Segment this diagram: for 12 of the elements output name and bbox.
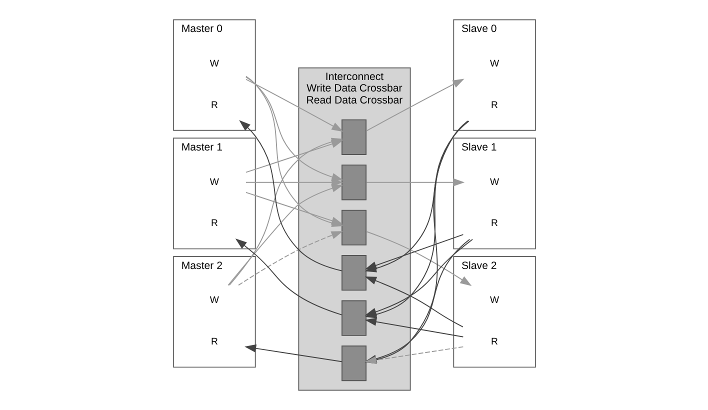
node-text: R	[490, 100, 498, 111]
node-text: R	[490, 218, 498, 230]
node-text: W	[209, 176, 218, 188]
node-text: R	[210, 218, 218, 230]
node-text: W	[490, 58, 499, 70]
node-text: R	[210, 100, 218, 111]
node-text: R	[490, 336, 498, 348]
node-text: W	[490, 176, 499, 188]
node-text: W	[490, 295, 499, 306]
node-text: R	[210, 336, 218, 348]
node-text: W	[209, 295, 218, 306]
node-text: W	[209, 58, 218, 70]
